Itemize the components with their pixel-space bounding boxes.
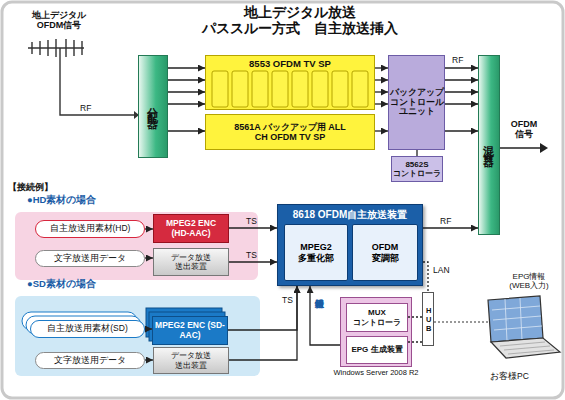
free-label: OFDM 信号	[506, 119, 542, 140]
diagram-title: 地上デジタル放送 パススルー方式 自主放送挿入	[197, 4, 403, 36]
sender-box: データ放送 送出装置	[153, 347, 229, 374]
connector-line	[445, 91, 478, 92]
hub-box: HUB	[422, 292, 434, 346]
node-text: 8561A バックアップ用 ALL CH OFDM TV SP	[229, 122, 351, 143]
group-band: ●HD素材の場合自主放送用素材(HD)MPEG2 ENC (HD-AAC)文字放…	[15, 212, 258, 280]
server-box: Windows Server 2008 R2MUX コントローラEPG 生成装置	[340, 297, 412, 367]
connector-line	[445, 103, 478, 104]
tuner-box: 8561A バックアップ用 ALL CH OFDM TV SP	[205, 114, 375, 150]
tuner-box: 8553 OFDM TV SP	[205, 55, 375, 110]
encoder-box: MPEG2 ENC (SD-AAC)	[152, 316, 228, 345]
source-pill: 文字放送用データ	[35, 352, 145, 369]
connector-line	[168, 91, 205, 92]
connector-line	[445, 130, 478, 131]
edge-label: TS	[282, 296, 293, 306]
encoder-box: MPEG2 ENC (HD-AAC)	[153, 214, 229, 243]
source-pill: 文字放送用データ	[35, 250, 145, 267]
connector-group	[145, 68, 478, 360]
edge-label: TS	[246, 251, 257, 261]
group-band: ●SD素材の場合自主放送用素材(SD)MPEG2 ENC (SD-AAC)文字放…	[15, 296, 260, 376]
edge-label: RF	[440, 217, 451, 227]
connector-line	[168, 103, 205, 104]
control-box: バックアップ コントロール ユニット	[388, 55, 445, 150]
node-text: EPG 生成装置	[351, 345, 402, 354]
connector-line	[310, 286, 340, 345]
lan-wire	[434, 321, 489, 322]
node-text: Windows Server 2008 R2	[333, 369, 418, 378]
connector-line	[375, 130, 388, 131]
screen-grid	[492, 298, 542, 341]
module-box: EPG 生成装置	[346, 336, 408, 364]
source-pill: 自主放送用素材(HD)	[35, 220, 145, 238]
mixer-box: 混合器	[478, 55, 500, 235]
connector-line	[375, 103, 388, 104]
node-text: 文字放送用データ	[54, 356, 126, 366]
device-box: 8618 OFDM自主放送装置 MPEG2 多重化部 OFDM 変調部	[277, 204, 423, 286]
connector-line	[168, 79, 205, 80]
laptop-symbol	[488, 296, 560, 358]
edge-label: LAN	[433, 266, 450, 276]
module-box: MPEG2 多重化部	[284, 224, 348, 281]
free-label: EPG情報 (WEB入力)	[497, 272, 561, 290]
laptop-keyboard	[491, 338, 560, 358]
arrow-head	[540, 143, 548, 153]
edge-label: RF	[452, 56, 463, 66]
node-text: データ放送 送出装置	[161, 253, 221, 271]
edge-label: TS	[246, 217, 257, 227]
node-text: MPEG2 ENC (HD-AAC)	[156, 219, 226, 239]
free-label: お客様PC	[490, 372, 529, 382]
connector-line	[445, 79, 478, 80]
node-text: 分配器	[147, 98, 160, 116]
node-text: HUB	[424, 306, 433, 333]
node-text: 自主放送用素材(HD)	[50, 224, 131, 234]
node-text: 自主放送用素材(SD)	[47, 324, 127, 334]
node-text: 8562S コントローラ	[392, 160, 442, 178]
node-text: ●HD素材の場合	[27, 195, 96, 206]
connector-line	[445, 67, 478, 68]
source-pill: 自主放送用素材(SD)	[30, 320, 145, 338]
connector-line	[168, 130, 205, 131]
module-box: MUX コントローラ	[346, 303, 408, 332]
node-text: データ放送 送出装置	[161, 351, 221, 369]
connector-line	[375, 67, 388, 68]
connector-line	[423, 262, 428, 292]
splitter-box: 分配器	[138, 55, 168, 158]
key-rows	[500, 342, 554, 354]
connector-line	[168, 67, 205, 68]
node-text: MPEG2 ENC (SD-AAC)	[155, 321, 225, 341]
free-label: 地上デジタル OFDM信号	[22, 10, 96, 31]
antenna-symbol	[28, 39, 134, 115]
antenna-wire	[60, 48, 134, 115]
node-text: 混合器	[483, 136, 496, 154]
node-text: 8618 OFDM自主放送装置	[293, 209, 407, 221]
node-text: バックアップ コントロール ユニット	[389, 88, 444, 117]
node-text: ●SD素材の場合	[27, 279, 96, 290]
node-text: OFDM 変調部	[359, 242, 411, 263]
module-box: OFDM 変調部	[352, 224, 418, 281]
free-label: 【接続例】	[8, 182, 53, 192]
laptop-screen	[488, 296, 543, 342]
free-label: RF	[80, 104, 91, 114]
connector-line	[375, 79, 388, 80]
node-text: MUX コントローラ	[350, 308, 404, 326]
node-text: MPEG2 多重化部	[290, 242, 342, 263]
connector-line	[423, 227, 478, 228]
node-text: 文字放送用データ	[54, 254, 126, 264]
antenna-elements	[32, 39, 82, 57]
output-wire	[500, 147, 541, 148]
node-text: 8553 OFDM TV SP	[249, 59, 331, 70]
controller-box: 8562S コントローラ	[391, 156, 443, 182]
sender-box: データ放送 送出装置	[153, 248, 229, 276]
connector-line	[375, 91, 388, 92]
